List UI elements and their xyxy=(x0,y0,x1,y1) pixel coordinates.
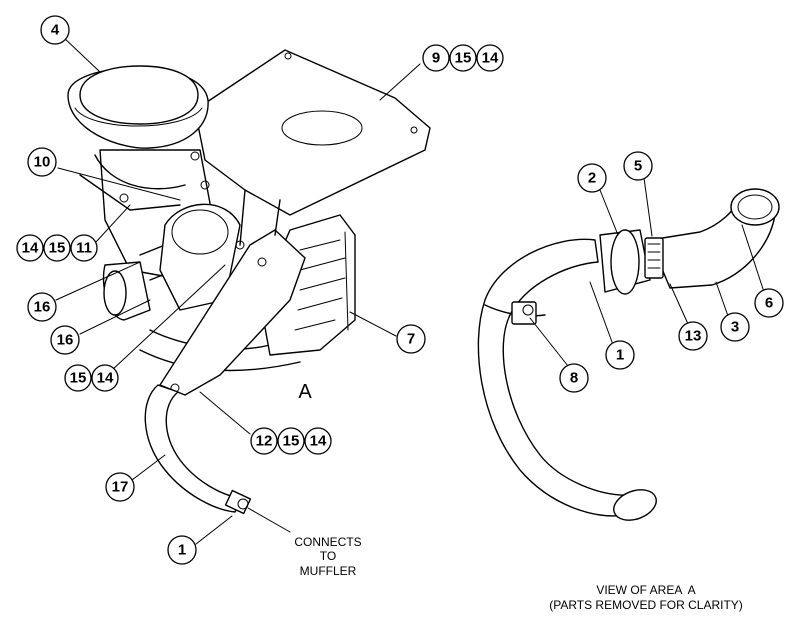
svg-text:1: 1 xyxy=(178,542,186,559)
svg-text:13: 13 xyxy=(685,328,702,345)
svg-text:16: 16 xyxy=(57,332,74,349)
svg-text:16: 16 xyxy=(34,299,51,316)
callout-1-right: 1 xyxy=(605,340,635,370)
svg-text:1: 1 xyxy=(616,347,624,364)
svg-text:4: 4 xyxy=(51,22,60,39)
exhaust-hose xyxy=(144,384,252,515)
view-caption-line-2: (PARTS REMOVED FOR CLARITY) xyxy=(549,598,743,612)
area-a-label: A xyxy=(298,381,312,403)
svg-text:9: 9 xyxy=(432,50,440,67)
air-cleaner-cap xyxy=(67,65,209,149)
callout-5: 5 xyxy=(623,151,653,181)
callout-3: 3 xyxy=(720,312,750,342)
svg-text:14: 14 xyxy=(310,433,327,450)
callout-10: 10 xyxy=(27,147,57,177)
callout-12-15-14: 12 15 14 xyxy=(250,427,332,455)
view-caption-line-1: VIEW OF AREA A xyxy=(596,583,695,597)
callout-2: 2 xyxy=(577,163,607,193)
callout-4: 4 xyxy=(40,15,70,45)
svg-text:5: 5 xyxy=(634,158,642,175)
callout-13: 13 xyxy=(678,321,708,351)
callout-6: 6 xyxy=(754,288,784,318)
svg-text:12: 12 xyxy=(256,433,273,450)
svg-text:7: 7 xyxy=(407,331,415,348)
callout-17: 17 xyxy=(105,472,135,502)
svg-text:3: 3 xyxy=(731,319,739,336)
svg-text:15: 15 xyxy=(70,370,87,387)
callout-14-15-11: 14 15 11 xyxy=(16,234,98,262)
svg-text:11: 11 xyxy=(76,240,92,257)
callout-9-15-14: 9 15 14 xyxy=(422,44,504,72)
mounting-plate xyxy=(194,49,431,216)
muffler-note-line-1: CONNECTS xyxy=(294,535,361,549)
detail-hose xyxy=(477,238,657,521)
callout-16-lower: 16 xyxy=(50,325,80,355)
svg-text:14: 14 xyxy=(22,240,39,257)
support-bracket xyxy=(159,189,306,396)
callout-7: 7 xyxy=(396,324,426,354)
svg-text:14: 14 xyxy=(482,50,499,67)
svg-text:10: 10 xyxy=(34,154,51,171)
leader-lines xyxy=(55,35,765,545)
svg-text:15: 15 xyxy=(49,240,66,257)
muffler-note-line-3: MUFFLER xyxy=(300,564,357,578)
detail-elbow xyxy=(599,188,780,295)
svg-text:2: 2 xyxy=(588,170,596,187)
muffler-note-line-2: TO xyxy=(320,549,336,563)
svg-text:15: 15 xyxy=(455,50,472,67)
svg-text:8: 8 xyxy=(570,370,578,387)
callout-8: 8 xyxy=(559,363,589,393)
callout-15-14: 15 14 xyxy=(64,364,119,392)
view-caption: VIEW OF AREA A (PARTS REMOVED FOR CLARIT… xyxy=(549,583,743,612)
muffler-note: CONNECTS TO MUFFLER xyxy=(294,535,361,578)
svg-text:14: 14 xyxy=(97,370,114,387)
svg-text:17: 17 xyxy=(112,479,129,496)
callout-1-left: 1 xyxy=(167,535,197,565)
svg-text:6: 6 xyxy=(765,295,773,312)
svg-text:15: 15 xyxy=(283,433,300,450)
callout-16-upper: 16 xyxy=(27,292,57,322)
